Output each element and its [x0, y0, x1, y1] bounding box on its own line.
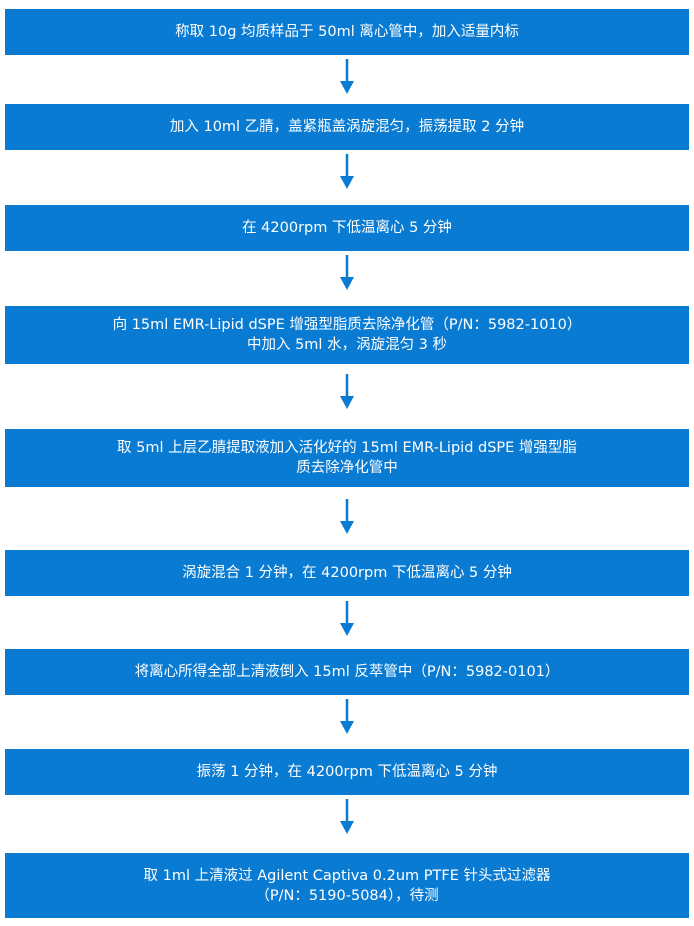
arrow-down-icon	[340, 799, 354, 834]
step-box-8: 振荡 1 分钟，在 4200rpm 下低温离心 5 分钟	[5, 749, 689, 795]
step-6-line-1: 涡旋混合 1 分钟，在 4200rpm 下低温离心 5 分钟	[182, 565, 512, 581]
arrow-down-icon	[340, 59, 354, 94]
step-1-line-1: 称取 10g 均质样品于 50ml 离心管中，加入适量内标	[175, 24, 519, 40]
step-box-4: 向 15ml EMR-Lipid dSPE 增强型脂质去除净化管（P/N：598…	[5, 306, 689, 364]
arrow-down-icon	[340, 601, 354, 636]
step-box-9: 取 1ml 上清液过 Agilent Captiva 0.2um PTFE 针头…	[5, 853, 689, 918]
step-box-1: 称取 10g 均质样品于 50ml 离心管中，加入适量内标	[5, 9, 689, 55]
step-box-6: 涡旋混合 1 分钟，在 4200rpm 下低温离心 5 分钟	[5, 550, 689, 596]
step-box-7: 将离心所得全部上清液倒入 15ml 反萃管中（P/N：5982-0101）	[5, 649, 689, 695]
step-4-line-1: 向 15ml EMR-Lipid dSPE 增强型脂质去除净化管（P/N：598…	[112, 317, 582, 333]
arrow-down-icon	[340, 699, 354, 734]
step-9-line-2: （P/N：5190-5084），待测	[255, 887, 439, 904]
step-8-line-1: 振荡 1 分钟，在 4200rpm 下低温离心 5 分钟	[196, 764, 498, 780]
step-5-line-1: 取 5ml 上层乙腈提取液加入活化好的 15ml EMR-Lipid dSPE …	[117, 440, 577, 456]
step-5-line-2: 质去除净化管中	[296, 460, 398, 476]
arrow-down-icon	[340, 499, 354, 534]
step-box-2: 加入 10ml 乙腈，盖紧瓶盖涡旋混匀，振荡提取 2 分钟	[5, 104, 689, 150]
step-box-3: 在 4200rpm 下低温离心 5 分钟	[5, 205, 689, 251]
arrow-down-icon	[340, 255, 354, 290]
step-2-line-1: 加入 10ml 乙腈，盖紧瓶盖涡旋混匀，振荡提取 2 分钟	[169, 119, 525, 135]
step-9-line-1: 取 1ml 上清液过 Agilent Captiva 0.2um PTFE 针头…	[143, 867, 551, 884]
arrow-down-icon	[340, 374, 354, 409]
step-7-line-1: 将离心所得全部上清液倒入 15ml 反萃管中（P/N：5982-0101）	[134, 664, 560, 680]
arrow-down-icon	[340, 154, 354, 189]
step-3-line-1: 在 4200rpm 下低温离心 5 分钟	[242, 220, 452, 236]
step-4-line-2: 中加入 5ml 水，涡旋混匀 3 秒	[246, 337, 448, 353]
step-box-5: 取 5ml 上层乙腈提取液加入活化好的 15ml EMR-Lipid dSPE …	[5, 429, 689, 487]
